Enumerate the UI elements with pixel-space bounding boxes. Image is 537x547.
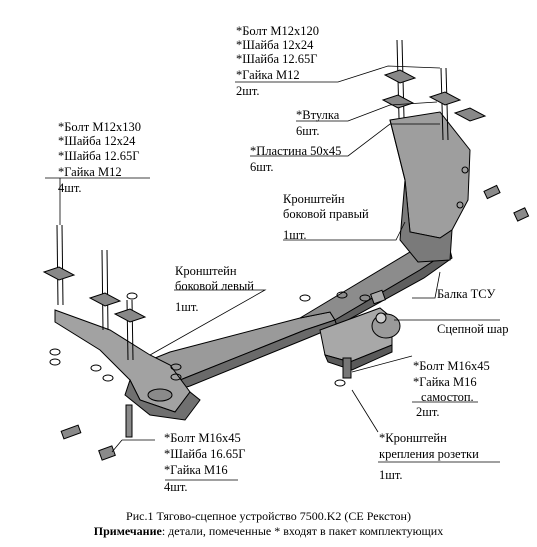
- left-bolts: [42, 224, 147, 361]
- left-side-bracket: [54, 309, 201, 421]
- right-bolts: [381, 39, 487, 141]
- figure-note: Примечание: детали, помеченные * входят …: [0, 524, 537, 538]
- note-label: Примечание: [93, 524, 162, 538]
- note-text: : детали, помеченные * входят в пакет ко…: [161, 524, 444, 538]
- leader-lines: [45, 65, 500, 481]
- right-side-bracket: [389, 111, 471, 263]
- figure-caption: Рис.1 Тягово-сцепное устройство 7500.K2 …: [126, 509, 411, 523]
- tow-beam: [149, 237, 453, 393]
- ball-mount: [319, 307, 401, 379]
- loose-hardware: [49, 184, 530, 461]
